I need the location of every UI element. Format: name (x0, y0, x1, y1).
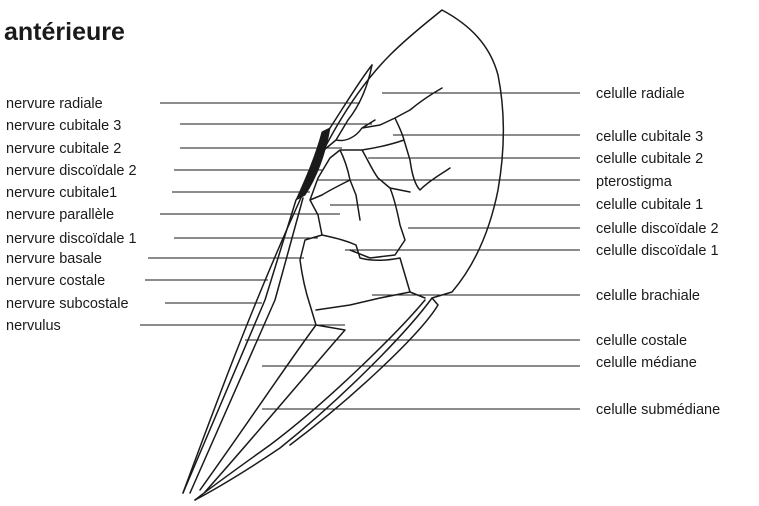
wing-outline (183, 10, 503, 500)
label-nervure-cubitale-3: nervure cubitale 3 (6, 118, 121, 134)
label-nervure-cubitale-2: nervure cubitale 2 (6, 141, 121, 157)
label-celulle-discoidale-1: celulle discoïdale 1 (596, 243, 719, 259)
label-celulle-submediane: celulle submédiane (596, 402, 720, 418)
lobe-edge (290, 298, 438, 445)
diagram-title: antérieure (4, 18, 125, 46)
radial-vein-edge (330, 65, 372, 128)
label-nervure-radiale: nervure radiale (6, 96, 103, 112)
cell-veins (200, 65, 450, 492)
left-leader-lines (140, 103, 372, 325)
left-labels: nervure radiale nervure cubitale 3 nervu… (6, 96, 137, 334)
label-celulle-radiale: celulle radiale (596, 86, 685, 102)
label-celulle-brachiale: celulle brachiale (596, 288, 700, 304)
right-labels: celulle radiale celulle cubitale 3 celul… (596, 86, 720, 418)
label-celulle-cubitale-1: celulle cubitale 1 (596, 197, 703, 213)
label-nervure-parallele: nervure parallèle (6, 207, 114, 223)
label-nervulus: nervulus (6, 318, 61, 334)
label-celulle-costale: celulle costale (596, 333, 687, 349)
label-nervure-discoidale-1: nervure discoïdale 1 (6, 231, 137, 247)
label-nervure-discoidale-2: nervure discoïdale 2 (6, 163, 137, 179)
label-celulle-mediane: celulle médiane (596, 355, 697, 371)
hind-margin (195, 300, 425, 500)
label-celulle-cubitale-2: celulle cubitale 2 (596, 151, 703, 167)
label-pterostigma: pterostigma (596, 174, 673, 190)
label-celulle-cubitale-3: celulle cubitale 3 (596, 129, 703, 145)
label-nervure-subcostale: nervure subcostale (6, 296, 129, 312)
pterostigma-shape (296, 128, 330, 200)
subcostal-vein (190, 198, 303, 493)
right-leader-lines (245, 93, 580, 409)
label-nervure-basale: nervure basale (6, 251, 102, 267)
label-nervure-costale: nervure costale (6, 273, 105, 289)
label-celulle-discoidale-2: celulle discoïdale 2 (596, 221, 719, 237)
label-nervure-cubitale-1: nervure cubitale1 (6, 185, 117, 201)
